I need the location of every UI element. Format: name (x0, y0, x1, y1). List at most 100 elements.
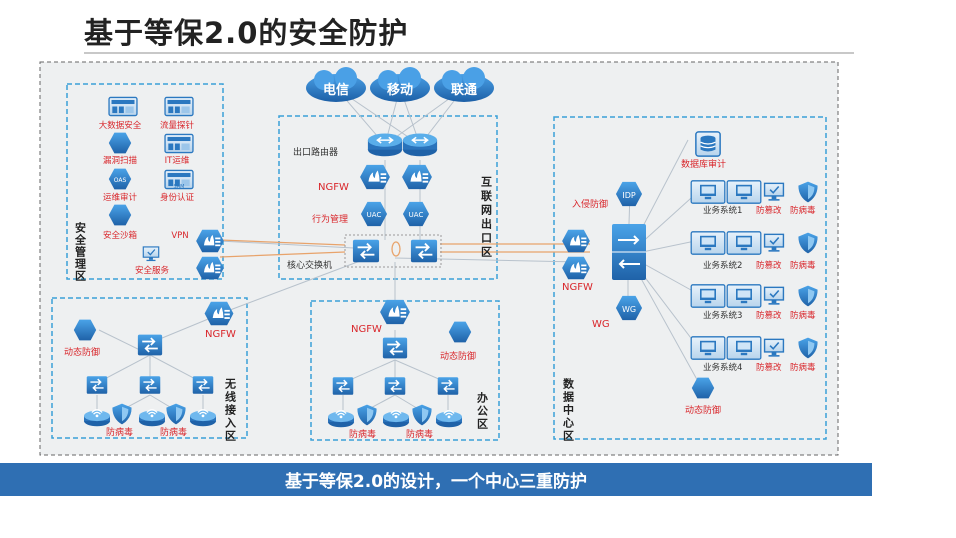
security-item-label: 身份认证 (160, 192, 195, 203)
antivirus-label-dc-1: 防病毒 (790, 205, 816, 216)
ngfw-label-wireless: NGFW (205, 329, 236, 340)
antivirus-label-dc-2: 防病毒 (790, 260, 816, 271)
office-ap-switch-3-icon (436, 376, 460, 396)
biz-server-1a-icon (690, 180, 726, 204)
antivirus-label-office-1: 防病毒 (349, 428, 376, 440)
security-item-label: 漏洞扫描 (103, 155, 138, 166)
uac-1-icon-text: UAC (367, 211, 382, 219)
dynamic-defense-label-dc: 动态防御 (685, 404, 721, 416)
biz-system-label-1: 业务系统1 (703, 205, 742, 216)
big-data-security-icon (108, 96, 138, 117)
office-ap-switch-2-icon (383, 376, 407, 396)
isp-label-1: 电信 (323, 82, 349, 98)
antivirus-label-wireless-2: 防病毒 (160, 426, 187, 438)
anti-tamper-label-2: 防篡改 (756, 260, 782, 271)
title-underline (84, 52, 854, 54)
isp-clouds: 电信 移动 联通 (306, 67, 494, 102)
wireless-ap-1-icon (83, 409, 111, 427)
biz-server-2a-icon (690, 231, 726, 255)
traffic-probe-icon (164, 96, 194, 117)
wireless-ap-switch-3-icon (191, 375, 215, 395)
zone-security-box (66, 83, 224, 280)
isp-cloud-3: 联通 (434, 67, 494, 102)
page-title: 基于等保2.0的安全防护 (84, 16, 409, 50)
zone-label-security: 安全管理区 (74, 221, 88, 282)
biz-server-4b-icon (726, 336, 762, 360)
security-item-label: 安全沙箱 (103, 230, 138, 241)
antivirus-label-dc-3: 防病毒 (790, 310, 816, 321)
ngfw-label-exit: NGFW (318, 182, 349, 193)
idp-icon-text: IDP (622, 191, 636, 200)
zone-wireless-box (51, 297, 248, 439)
security-zone-items: 大数据安全 流量探针 漏洞扫描 IT运维 OAS 运维审计 SAM 身份认证 安… (99, 96, 195, 276)
office-ap-switch-1-icon (331, 376, 355, 396)
security-item-label: 流量探针 (160, 120, 195, 131)
wg-icon-text: WG (622, 305, 636, 314)
isp-cloud-1: 电信 (306, 67, 366, 102)
connection-lines (96, 87, 701, 411)
security-item-label: VPN (171, 231, 188, 241)
antivirus-label-dc-4: 防病毒 (790, 362, 816, 373)
wireless-ap-switch-2-icon (138, 375, 162, 395)
sam-icon-text: SAM (173, 184, 184, 190)
security-item-label: 运维审计 (103, 192, 138, 203)
office-ap-1-icon (327, 410, 355, 428)
wireless-ap-2-icon (138, 409, 166, 427)
ngfw-label-office: NGFW (351, 324, 382, 335)
db-audit-icon (695, 131, 721, 157)
it-ops-icon (164, 133, 194, 154)
exit-router-2-icon (402, 132, 438, 158)
wireless-switch-icon (136, 333, 164, 357)
behavior-mgmt-label: 行为管理 (312, 213, 348, 225)
office-ap-3-icon (435, 410, 463, 428)
biz-row-2: 业务系统2 防篡改 防病毒 (690, 231, 818, 271)
biz-system-label-4: 业务系统4 (703, 362, 742, 373)
trunk-link-marker (391, 241, 401, 257)
biz-system-label-2: 业务系统2 (703, 260, 742, 271)
oas-icon-text: OAS (114, 177, 127, 184)
isp-label-2: 移动 (387, 82, 413, 98)
wireless-ap-3-icon (189, 409, 217, 427)
office-switch-icon (381, 336, 409, 360)
zone-office-box (310, 300, 500, 441)
security-item-label: 大数据安全 (99, 120, 142, 131)
biz-server-4a-icon (690, 336, 726, 360)
wireless-ap-switch-1-icon (85, 375, 109, 395)
biz-server-3a-icon (690, 284, 726, 308)
ips-label: 入侵防御 (572, 198, 608, 210)
biz-server-1b-icon (726, 180, 762, 204)
zone-label-datacenter: 数据中心区 (562, 377, 575, 443)
biz-row-4: 业务系统4 防篡改 防病毒 (690, 336, 818, 373)
biz-server-2b-icon (726, 231, 762, 255)
biz-row-1: 业务系统1 防篡改 防病毒 (690, 180, 818, 216)
dynamic-defense-label-office: 动态防御 (440, 350, 476, 362)
zone-label-wireless: 无线接入区 (224, 378, 238, 443)
security-item-label: 安全服务 (135, 265, 170, 276)
anti-tamper-label-3: 防篡改 (756, 310, 782, 321)
security-item-label: IT运维 (165, 155, 190, 166)
zone-label-internet: 互联网出口区 (480, 176, 493, 260)
isp-cloud-2: 移动 (370, 67, 430, 102)
wg-label: WG (592, 319, 610, 330)
zone-label-office: 办公区 (476, 391, 489, 431)
db-audit-label: 数据库审计 (681, 158, 726, 170)
isp-label-3: 联通 (451, 82, 477, 98)
biz-system-label-3: 业务系统3 (703, 310, 742, 321)
ngfw-label-dc: NGFW (562, 282, 593, 293)
footer-banner: 基于等保2.0的设计，一个中心三重防护 (0, 463, 872, 496)
core-switch-2-icon (410, 238, 438, 264)
core-switch-frame (344, 234, 442, 268)
anti-tamper-label-1: 防篡改 (756, 205, 782, 216)
zone-datacenter-box (553, 116, 827, 440)
anti-tamper-label-4: 防篡改 (756, 362, 782, 373)
biz-row-3: 业务系统3 防篡改 防病毒 (690, 284, 818, 321)
exit-router-1-icon (367, 132, 403, 158)
biz-server-3b-icon (726, 284, 762, 308)
core-switch-1-icon (352, 238, 380, 264)
antivirus-label-wireless-1: 防病毒 (106, 426, 133, 438)
uac-2-icon-text: UAC (409, 211, 424, 219)
exit-router-label: 出口路由器 (293, 146, 338, 158)
office-ap-2-icon (382, 410, 410, 428)
zone-internet-box (278, 115, 498, 280)
